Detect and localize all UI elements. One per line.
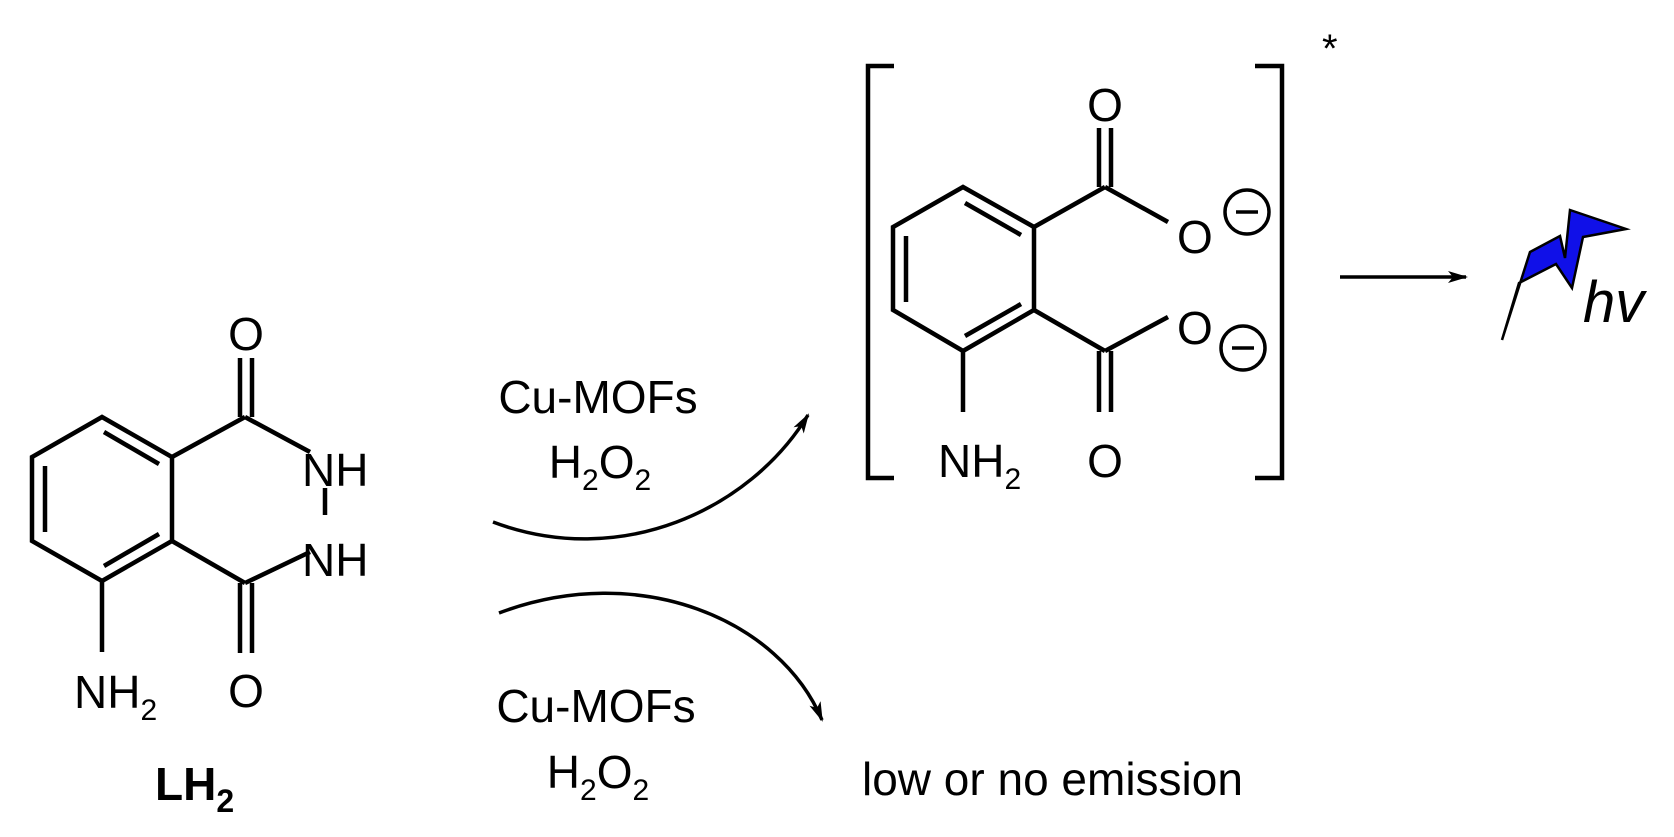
lightning-bolt-icon [1500, 208, 1631, 341]
carboxyl-oxygen-top: O [1087, 79, 1123, 131]
nh-bottom: NH [302, 534, 368, 586]
amino-subscript: 2 [140, 694, 157, 727]
upper-peroxide-sub1: 2 [582, 464, 599, 497]
upper-reaction: Cu-MOFs H2O2 [492, 371, 810, 541]
lower-peroxide-sub2: 2 [633, 774, 650, 807]
lower-reagent-peroxide: H2O2 [547, 746, 649, 807]
right-bracket [1255, 63, 1285, 481]
compound-label: LH2 [155, 758, 234, 819]
compound-label-subscript: 2 [216, 783, 234, 819]
negative-charge-bottom [1219, 324, 1267, 372]
luminol-structure: O NH NH O NH2 LH2 [29, 308, 368, 819]
amino-group: NH2 [74, 666, 157, 727]
intermediate-amino-group: NH2 [938, 435, 1021, 496]
lower-product-text: low or no emission [862, 753, 1243, 805]
lower-peroxide-o: O [597, 746, 633, 798]
intermediate-amino-nh: NH [938, 435, 1004, 487]
carboxyl-oxygen-bottom: O [1087, 435, 1123, 487]
carboxylate-oxygen-top: O [1177, 211, 1213, 263]
photon-symbol: hv [1583, 270, 1647, 335]
left-bracket [865, 63, 894, 481]
negative-charge-top [1223, 188, 1271, 236]
emission: hv [1340, 208, 1647, 341]
amino-nh: NH [74, 666, 140, 718]
lower-reaction: Cu-MOFs H2O2 low or no emission [496, 591, 1243, 807]
benzene-ring [29, 414, 175, 584]
lower-reagent-catalyst: Cu-MOFs [496, 680, 695, 732]
upper-curved-arrow [492, 413, 810, 541]
upper-peroxide-sub2: 2 [635, 464, 652, 497]
lower-curved-arrow [498, 591, 824, 722]
hydrazide-ring [99, 358, 328, 653]
upper-reagent-peroxide: H2O2 [549, 436, 651, 497]
nh-top: NH [302, 444, 368, 496]
carboxylate-bonds [960, 128, 1170, 412]
lower-peroxide-h: H [547, 746, 580, 798]
carboxylate-oxygen-bottom: O [1177, 302, 1213, 354]
aminophthalate-ring [890, 184, 1037, 354]
compound-label-main: LH [155, 758, 216, 810]
upper-peroxide-o: O [599, 436, 635, 488]
excited-intermediate: * O O O O NH2 [865, 27, 1338, 496]
intermediate-amino-subscript: 2 [1004, 463, 1021, 496]
carbonyl-oxygen-bottom: O [228, 665, 264, 717]
carbonyl-oxygen-top: O [228, 308, 264, 360]
upper-reagent-catalyst: Cu-MOFs [498, 371, 697, 423]
lower-peroxide-sub1: 2 [580, 774, 597, 807]
upper-peroxide-h: H [549, 436, 582, 488]
excited-state-marker: * [1322, 27, 1338, 71]
